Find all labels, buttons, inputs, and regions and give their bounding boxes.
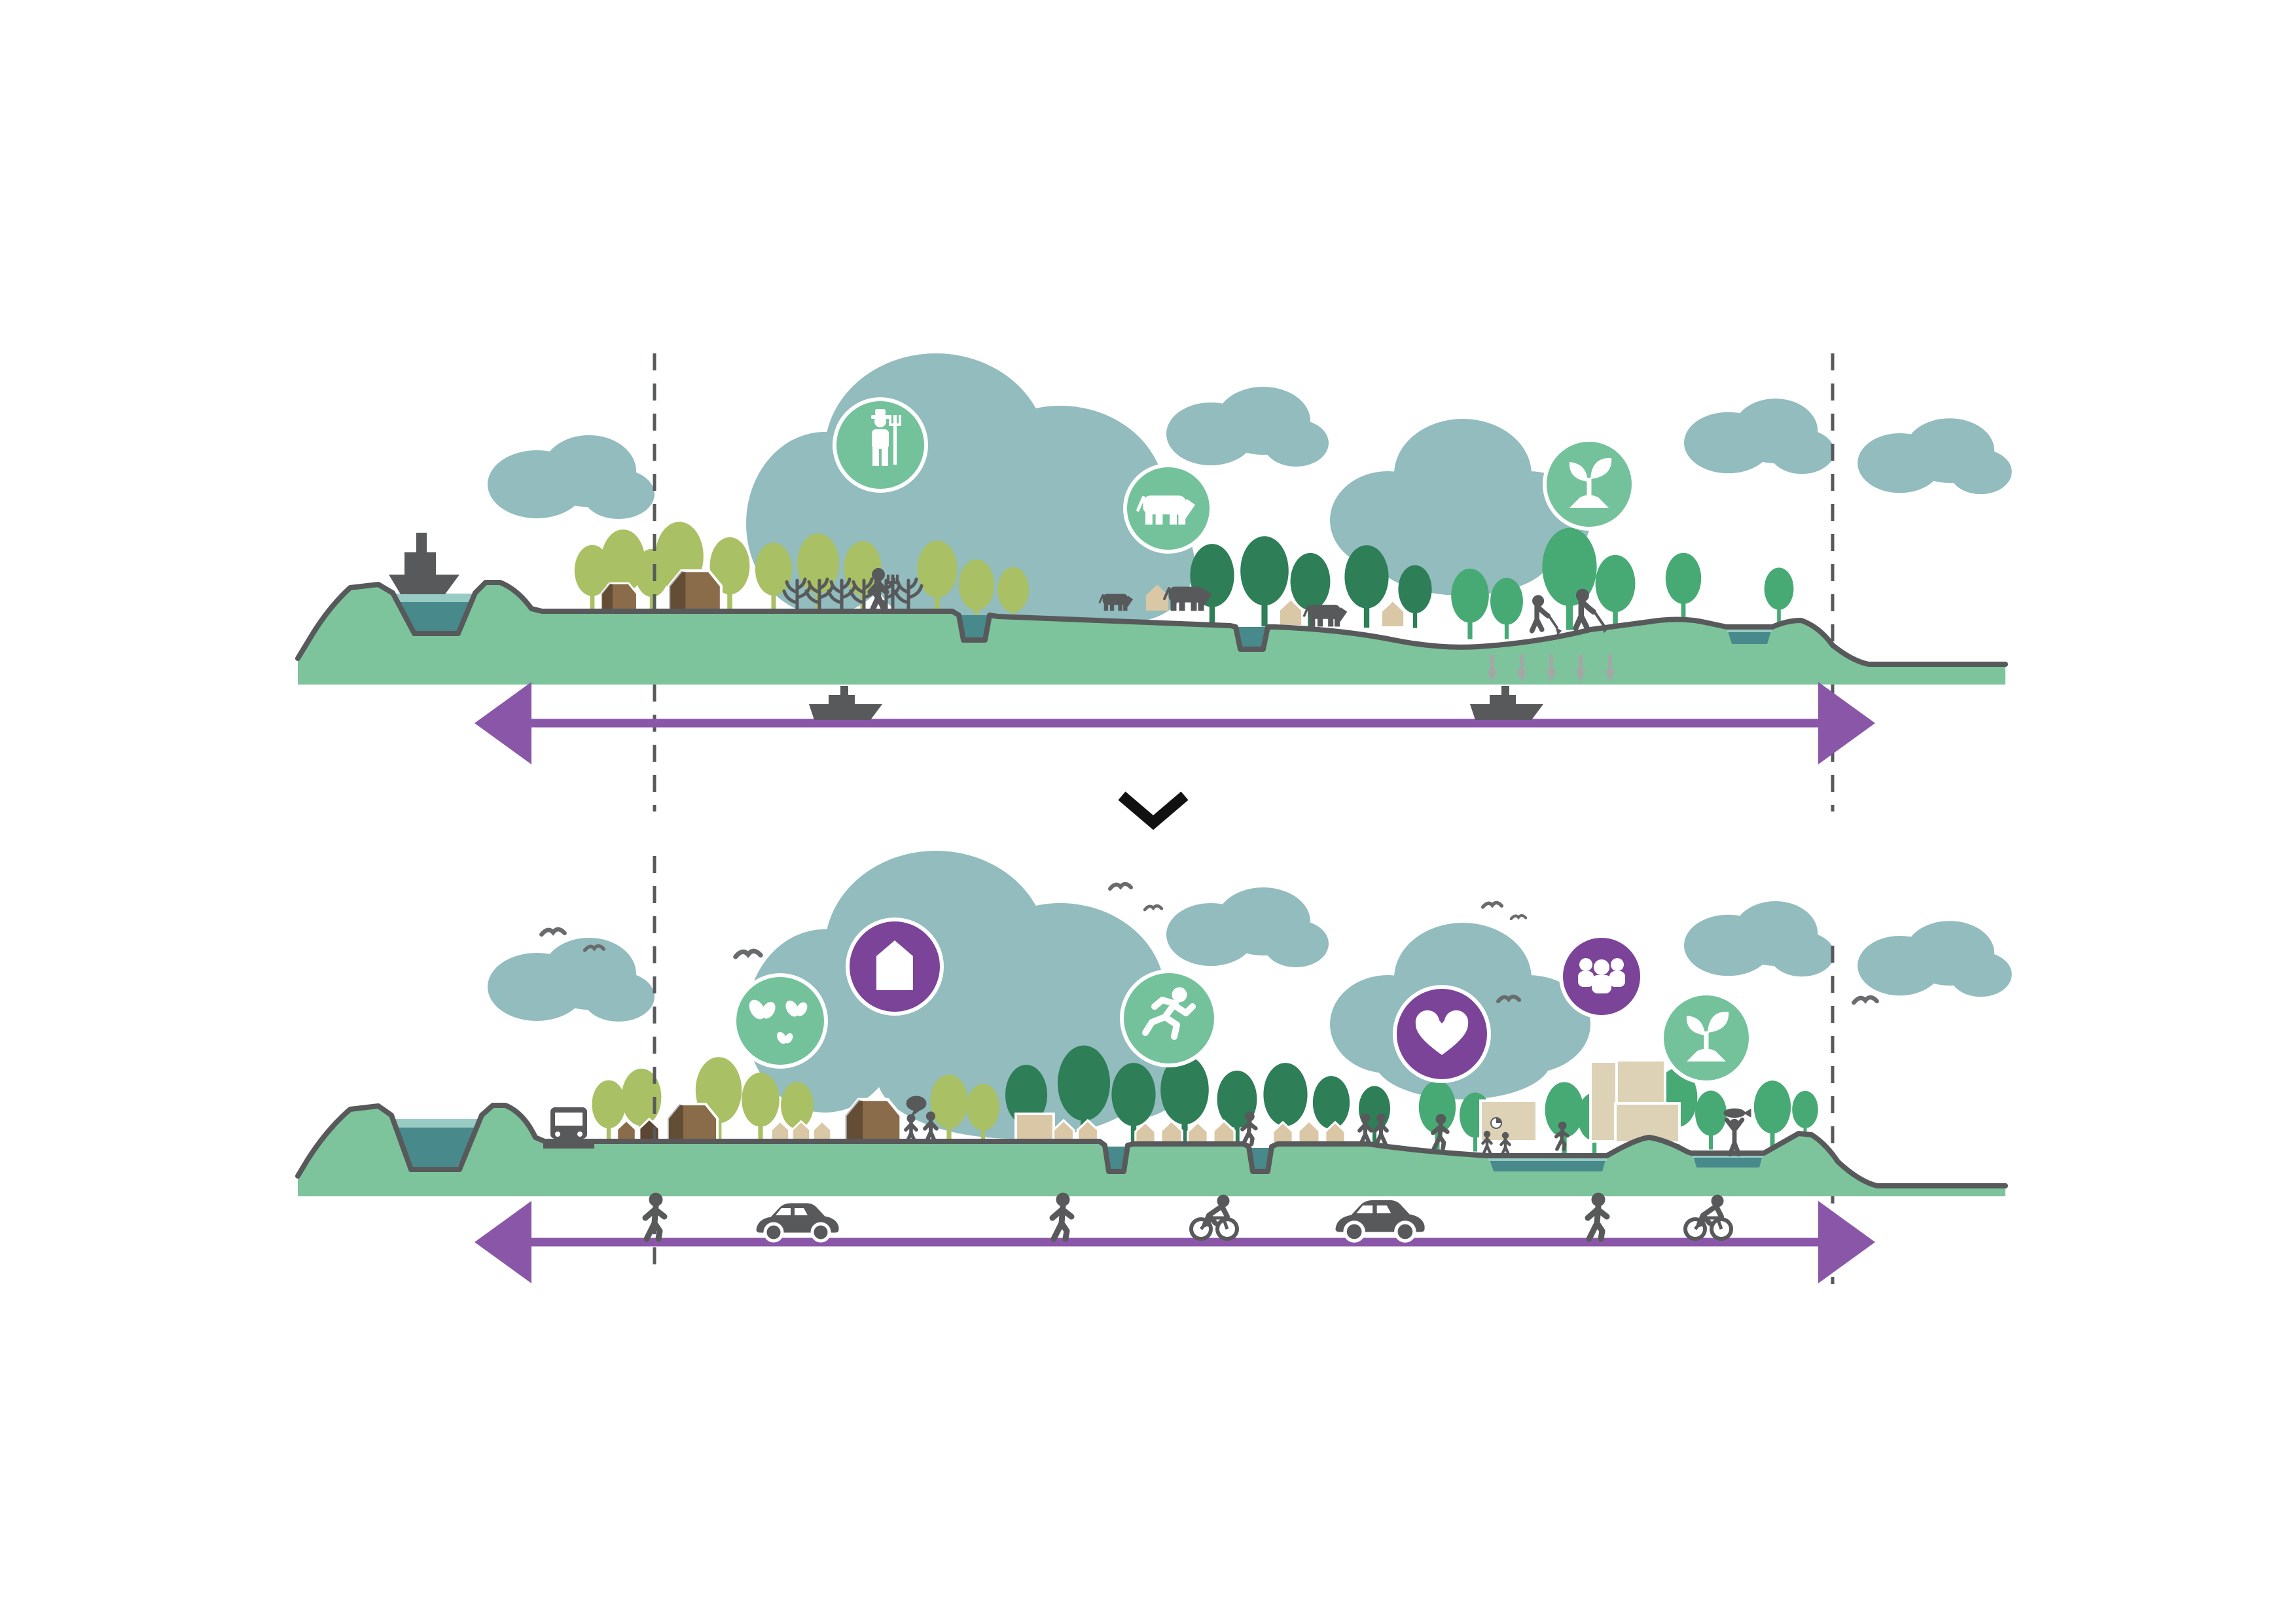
bus-icon (550, 1107, 587, 1142)
bird-icon (1854, 997, 1876, 1003)
housing-badge (846, 918, 944, 1016)
cloud (1166, 387, 1329, 467)
person-icon (1375, 1114, 1387, 1144)
barn (845, 1099, 901, 1142)
angler-icon (1724, 1109, 1751, 1154)
residents (906, 1096, 1751, 1154)
bird-icon (1483, 902, 1502, 907)
cow-icon (1163, 586, 1213, 612)
person-icon (906, 1115, 916, 1142)
seedling-badge-top (1543, 438, 1636, 531)
cloud (1857, 418, 2012, 495)
top-ground-outline (295, 580, 2008, 667)
arrowhead-right (1818, 682, 1875, 764)
top-panel (295, 353, 2012, 812)
bird-icon (1511, 916, 1526, 919)
farm-barn (669, 571, 721, 611)
tree (1451, 568, 1489, 639)
bottom-corridor-arrow (475, 1193, 1875, 1283)
speech-bubble-icon (906, 1096, 927, 1117)
child-icon (1483, 1131, 1492, 1153)
canal-water-surface (395, 594, 474, 602)
tree (1595, 554, 1636, 630)
drainage-ditch (1107, 1147, 1126, 1170)
top-canal (395, 594, 474, 632)
cattle-badge (1123, 463, 1213, 554)
tree (930, 1074, 968, 1145)
person-icon (1359, 1114, 1371, 1144)
bottom-canal (394, 1119, 479, 1167)
apartment-block (1589, 1060, 1619, 1143)
canal-water (394, 1119, 479, 1167)
tree (1665, 552, 1702, 620)
drainage-ditch (960, 615, 988, 639)
bus-stop-pad (543, 1140, 594, 1149)
pedestrian-icon (1588, 1193, 1607, 1239)
tree (1542, 527, 1597, 630)
arrowhead-left (475, 682, 531, 764)
pedestrian-icon (1052, 1193, 1071, 1239)
farmer-figure (870, 568, 899, 611)
community-badge (1559, 934, 1644, 1019)
ball-icon (1490, 1117, 1502, 1129)
child-icon (1501, 1132, 1510, 1154)
bird-icon (1110, 884, 1131, 889)
tree (1344, 545, 1389, 628)
cow-icon (1302, 603, 1348, 628)
cloud (488, 435, 655, 519)
top-corridor-arrow (475, 682, 1875, 764)
cloud (1166, 887, 1329, 967)
bird-icon (541, 929, 564, 935)
top-ground-fill (298, 582, 2005, 685)
drainage-ditch (1237, 627, 1266, 648)
tree (1695, 1090, 1727, 1150)
car-icon (1336, 1200, 1424, 1241)
house-block (1014, 1113, 1055, 1143)
cloud (1857, 921, 2012, 997)
tree (1190, 544, 1234, 627)
arrowhead-right (1818, 1201, 1875, 1283)
canal-water-surface (394, 1119, 479, 1128)
boat-icon (809, 686, 882, 720)
health-badge (1393, 985, 1491, 1083)
farm-hut (1382, 601, 1404, 626)
cyclist-icon (1191, 1195, 1237, 1239)
apartment-block (1615, 1059, 1666, 1105)
farm-hut (1280, 600, 1302, 625)
barn (666, 1103, 719, 1143)
butterflies-badge (732, 973, 828, 1069)
tree (1490, 577, 1523, 639)
arrowhead-left (475, 1201, 531, 1283)
drainage-ditch (1251, 1148, 1270, 1170)
bird-icon (736, 951, 761, 957)
apartment-blocks (1479, 1059, 1681, 1144)
farm-shed (600, 582, 638, 612)
chevron-down-icon (1118, 791, 1189, 830)
cloud (1684, 399, 1835, 474)
person-icon (925, 1112, 937, 1142)
seedling-badge-bottom (1660, 991, 1753, 1084)
cloud (488, 938, 655, 1022)
bottom-panel (295, 851, 2012, 1284)
cyclist-icon (1685, 1195, 1731, 1239)
bottom-ground-outline (295, 1103, 2008, 1188)
bird-icon (1145, 906, 1162, 910)
car-icon (757, 1204, 838, 1241)
tree (1764, 567, 1794, 623)
running-badge (1120, 969, 1218, 1067)
boat-icon (1470, 686, 1543, 720)
bottom-ground-fill (298, 1105, 2005, 1196)
farmer-badge (833, 397, 928, 493)
canal-water (395, 594, 474, 632)
cargo-ship-icon (389, 533, 459, 594)
cloud (1684, 901, 1835, 977)
